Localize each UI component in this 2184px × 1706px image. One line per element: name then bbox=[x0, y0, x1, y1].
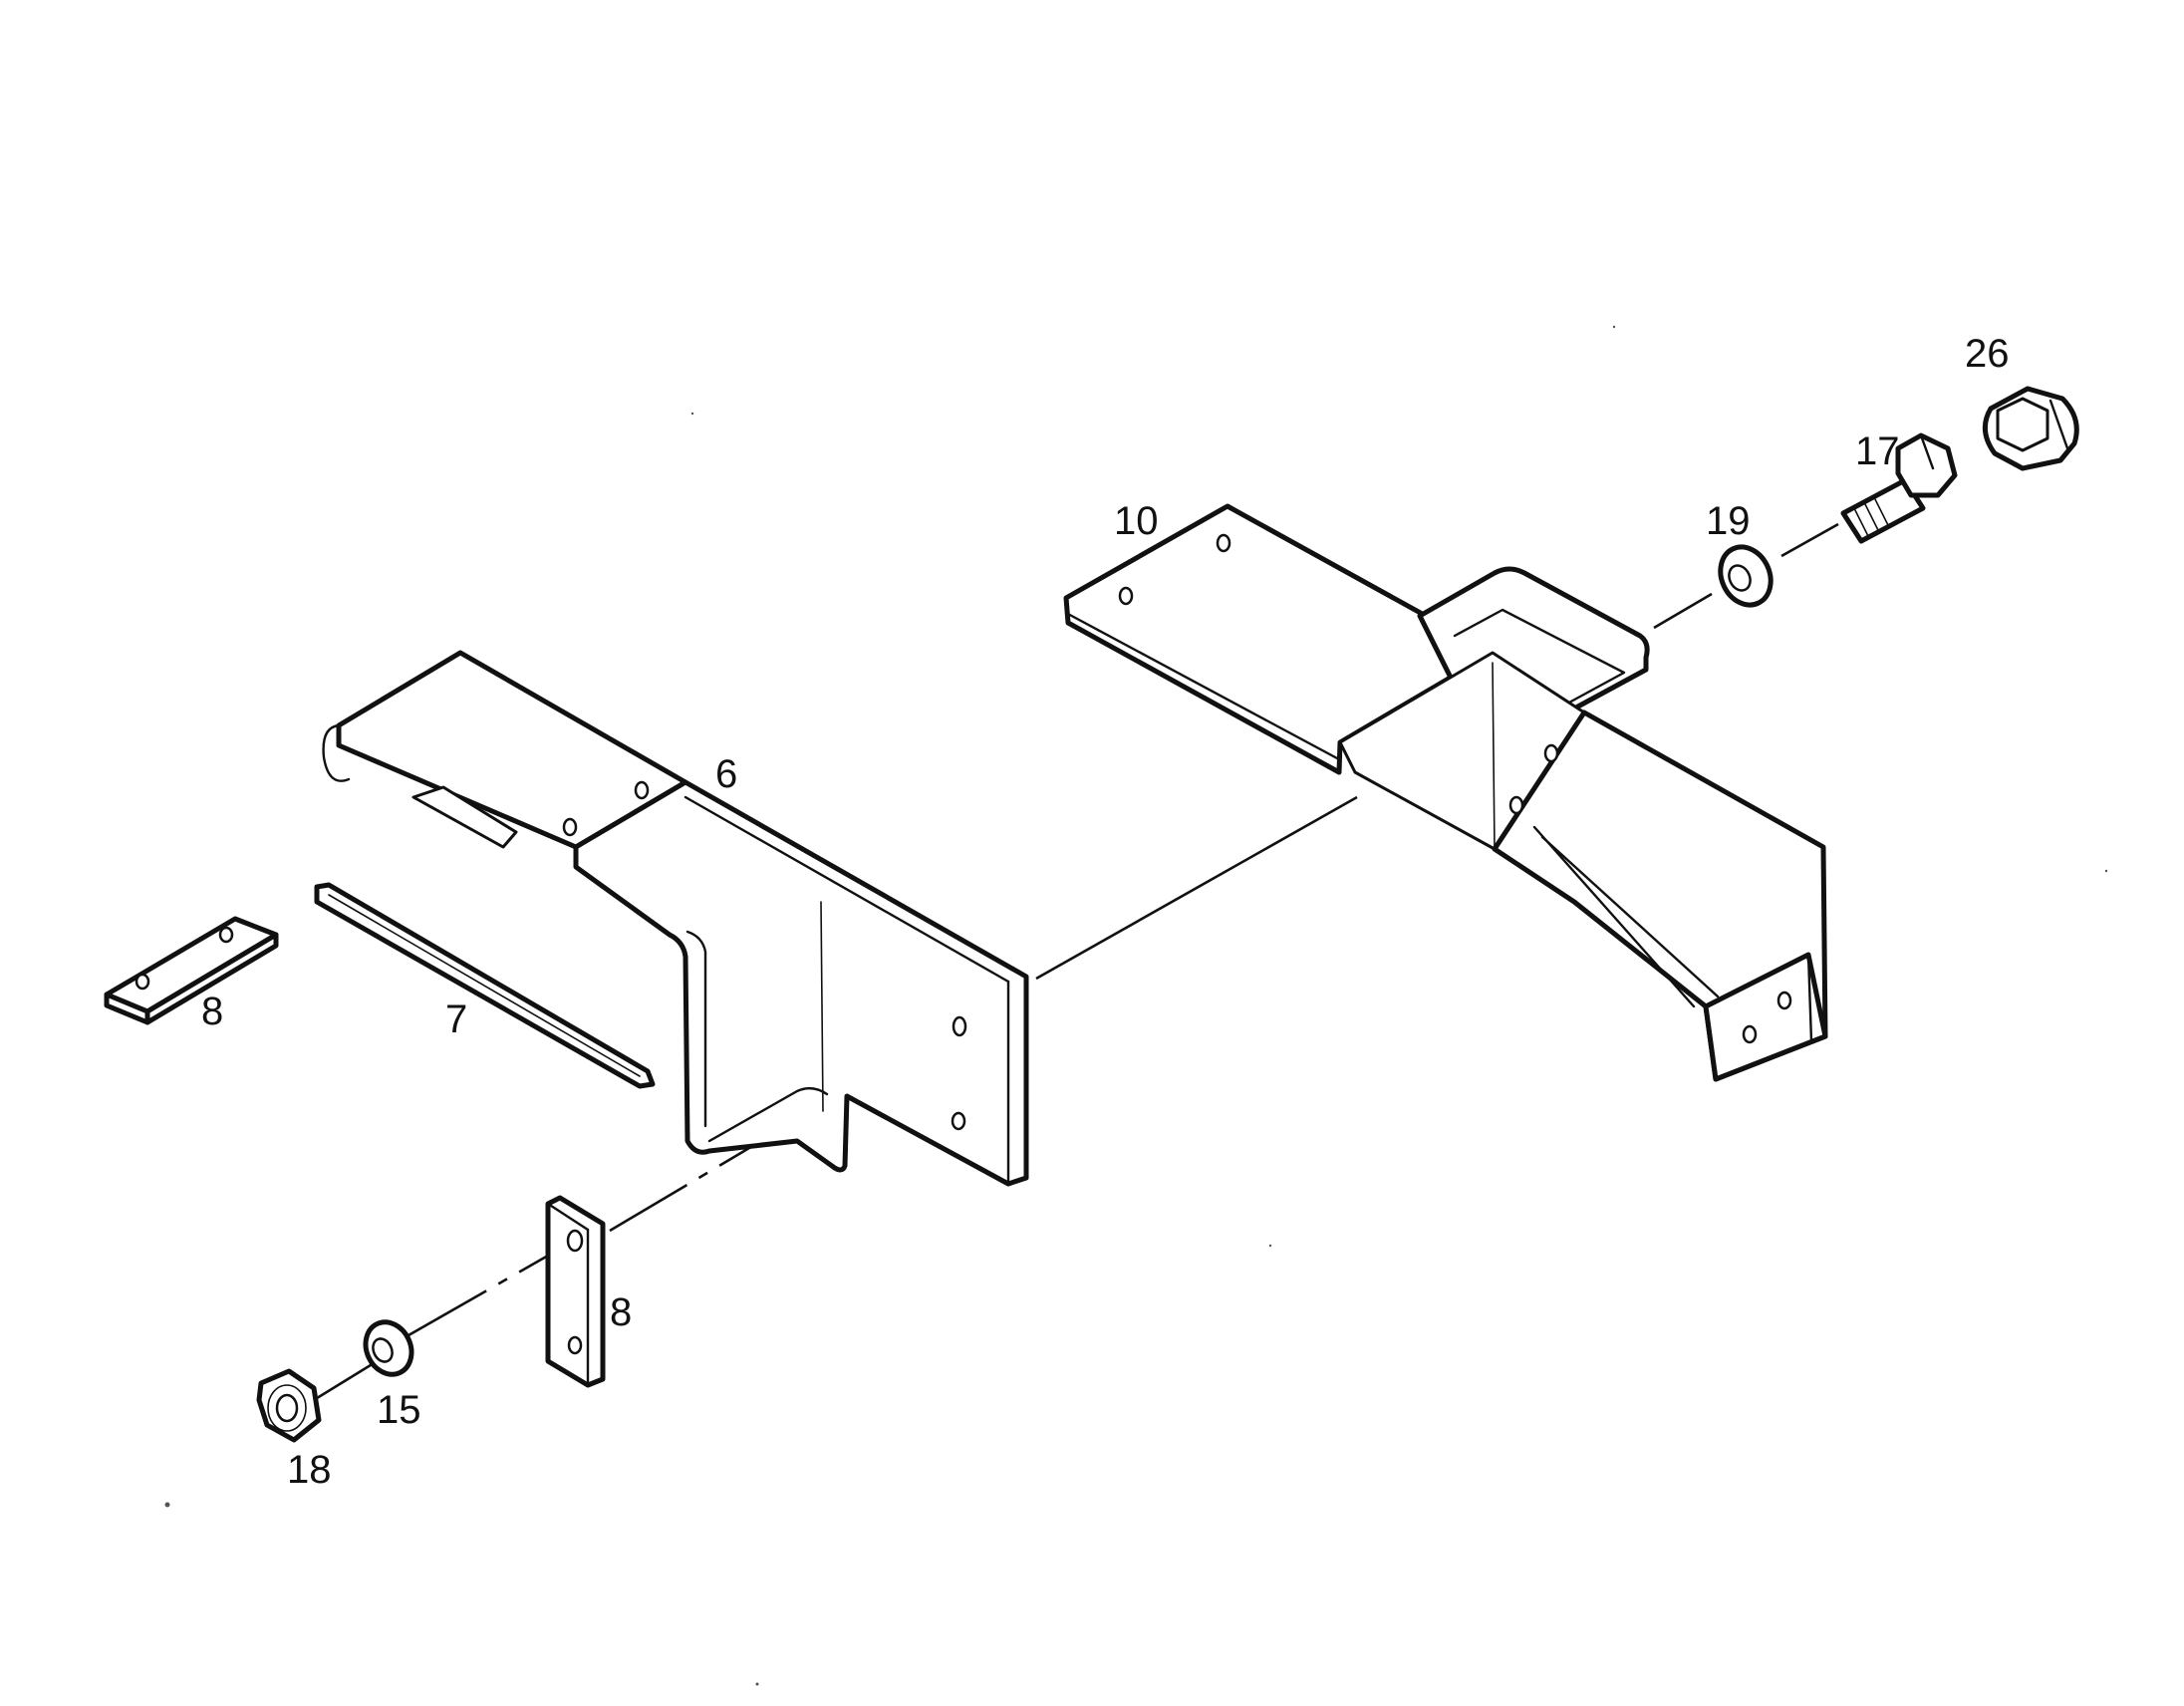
frame-hole-5 bbox=[1776, 991, 1792, 1010]
part-26-cap-nut bbox=[1982, 386, 2079, 471]
bracket-inner-curve bbox=[685, 930, 829, 1143]
bolt-17-thread bbox=[1854, 498, 1890, 539]
frame-loop-inner bbox=[1453, 608, 1626, 711]
frame-lower-foot bbox=[1703, 952, 1828, 1082]
plate-a-side bbox=[144, 932, 279, 1025]
leader-nut-to-washer bbox=[308, 1358, 380, 1405]
leader-washer-to-frame bbox=[1653, 592, 1713, 630]
bolt-17-head-edge bbox=[1919, 433, 1935, 470]
speck bbox=[1612, 325, 1616, 329]
frame-brace-line-a bbox=[1532, 825, 1696, 1008]
leader-bolt-to-washer bbox=[1780, 522, 1839, 558]
nut-18-bore bbox=[275, 1393, 299, 1423]
bracket-strip-under bbox=[411, 785, 518, 849]
bracket-formed-body bbox=[573, 779, 1029, 1187]
plate-a-hole-2 bbox=[218, 926, 234, 944]
callout-6: 6 bbox=[715, 752, 737, 796]
bracket-hole-1 bbox=[634, 780, 650, 800]
part-17-bolt bbox=[1840, 432, 1958, 544]
plate-a-hole-1 bbox=[135, 973, 150, 991]
strip-line bbox=[328, 894, 641, 1077]
part-6-bracket bbox=[322, 650, 1029, 1187]
part-15-washer bbox=[363, 1319, 414, 1377]
callout-18: 18 bbox=[287, 1448, 332, 1492]
callout-26: 26 bbox=[1965, 332, 2010, 376]
speck bbox=[755, 1682, 759, 1686]
part-8-plate-a bbox=[104, 916, 279, 1025]
frame-hole-3 bbox=[1543, 743, 1559, 763]
plate-b-face bbox=[545, 1195, 606, 1388]
speck bbox=[2104, 869, 2108, 873]
callout-labels: 26 17 19 10 6 8 7 8 15 18 bbox=[201, 332, 2010, 1492]
bracket-hole-3 bbox=[952, 1015, 967, 1037]
washer-15-inner bbox=[372, 1337, 394, 1363]
speck bbox=[690, 412, 694, 416]
bracket-hole-2 bbox=[562, 817, 578, 837]
speck bbox=[1268, 1244, 1272, 1248]
frame-hole-1 bbox=[1216, 533, 1231, 553]
part-18-nut bbox=[256, 1368, 322, 1443]
bracket-front-edge bbox=[683, 795, 1010, 984]
callout-17: 17 bbox=[1855, 429, 1900, 473]
speck bbox=[164, 1502, 170, 1508]
frame-brace-line-b bbox=[1540, 835, 1720, 998]
callout-15: 15 bbox=[377, 1388, 421, 1432]
part-8-plate-b bbox=[545, 1195, 606, 1388]
part-19-washer bbox=[1718, 544, 1774, 608]
cap-nut-26-seam bbox=[2048, 399, 2069, 450]
plate-b-hole-1 bbox=[566, 1229, 584, 1253]
frame-hole-6 bbox=[1742, 1024, 1758, 1044]
washer-19-inner bbox=[1728, 564, 1752, 592]
leader-bracket-to-frame bbox=[1035, 795, 1358, 981]
callout-19: 19 bbox=[1706, 499, 1751, 543]
nut-18-chamfer bbox=[267, 1384, 307, 1432]
plate-b-hole-2 bbox=[567, 1335, 583, 1355]
bracket-hole-4 bbox=[951, 1111, 966, 1131]
bracket-fold-line bbox=[820, 901, 824, 1112]
frame-box-edge bbox=[1492, 662, 1496, 850]
part-7-strip bbox=[314, 882, 656, 1089]
cap-nut-26-hex bbox=[1996, 397, 2049, 452]
frame-hole-2 bbox=[1118, 586, 1134, 606]
part-10-main-frame bbox=[1063, 503, 1828, 1082]
frame-hole-4 bbox=[1508, 795, 1524, 815]
callout-7: 7 bbox=[445, 997, 467, 1041]
plate-b-top-edge bbox=[546, 1202, 590, 1232]
callout-8-upper: 8 bbox=[201, 990, 223, 1033]
bracket-roll-edge bbox=[322, 723, 351, 782]
frame-top-plate-edge bbox=[1064, 611, 1341, 761]
callout-10: 10 bbox=[1114, 499, 1159, 543]
callout-8-lower: 8 bbox=[610, 1290, 632, 1334]
scan-specks bbox=[164, 325, 2108, 1686]
bolt-17-head bbox=[1895, 432, 1958, 498]
frame-foot-edge bbox=[1806, 953, 1813, 1043]
